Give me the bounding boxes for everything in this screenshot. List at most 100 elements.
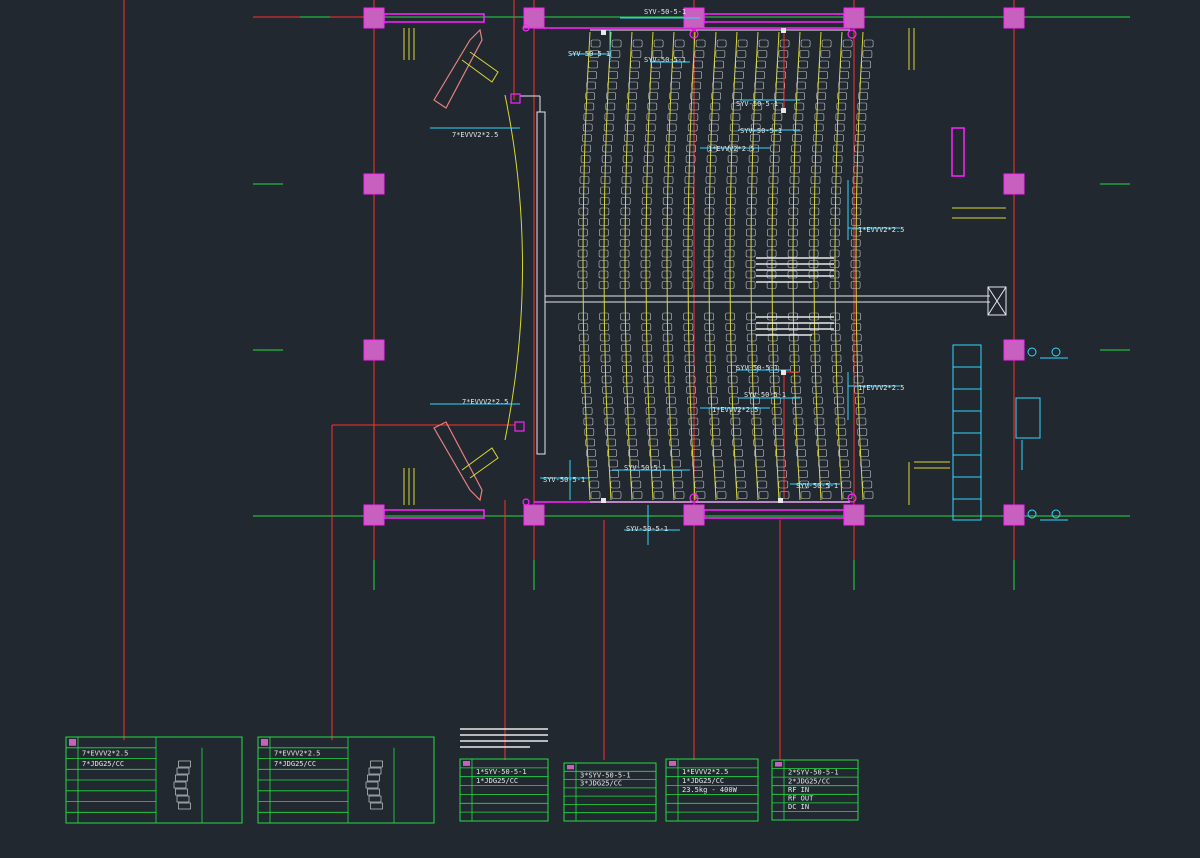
seat (714, 470, 725, 478)
seat (643, 165, 653, 174)
seat (649, 81, 660, 90)
seat (787, 249, 798, 258)
seat (730, 417, 741, 426)
seat (787, 270, 798, 279)
seat-row-line (771, 31, 780, 501)
seat (831, 186, 841, 195)
seat (687, 396, 697, 405)
seat (685, 165, 695, 174)
seat (582, 123, 593, 132)
seat (833, 386, 844, 394)
seat (670, 449, 680, 457)
seat (726, 186, 736, 195)
seat (601, 375, 612, 384)
seat (683, 312, 693, 321)
seat (704, 228, 714, 237)
seat (779, 39, 790, 48)
seat (662, 228, 672, 237)
seat (777, 60, 788, 69)
seat (682, 249, 693, 258)
legend-row-text: 7*JDG25/CC (274, 760, 316, 768)
seat (578, 312, 588, 321)
seat (668, 102, 679, 111)
seat (600, 186, 610, 195)
seat (610, 480, 621, 489)
seat (795, 92, 806, 100)
seat (599, 228, 609, 237)
seat (711, 92, 722, 100)
seat (624, 407, 635, 415)
legend-symbol (669, 761, 676, 766)
seat (674, 39, 685, 48)
seat (667, 113, 678, 121)
seat (599, 312, 609, 321)
seat (725, 228, 735, 237)
seat (666, 123, 677, 132)
seat (588, 470, 599, 478)
seat (623, 386, 634, 394)
seat (708, 134, 718, 142)
seat (663, 176, 674, 184)
seat (578, 228, 588, 237)
seat (641, 228, 651, 237)
seat (757, 480, 768, 489)
seat (598, 249, 609, 258)
label-evv-center-lower: 1*EVVV2*2.5 (712, 406, 758, 414)
seat (622, 165, 632, 174)
seat (628, 449, 638, 457)
legend-table: 7*EVVV2*2.57*JDG25/CC (257, 736, 435, 824)
beams (383, 13, 965, 519)
seat (649, 449, 659, 457)
seat (648, 92, 659, 100)
seat (757, 50, 768, 58)
seat (851, 323, 862, 331)
seat (622, 155, 633, 163)
seat (666, 407, 677, 415)
seat (768, 344, 778, 352)
seat (777, 470, 788, 478)
seat (579, 176, 590, 184)
seat (598, 281, 609, 289)
seat (810, 186, 820, 195)
seat (619, 249, 630, 258)
seat (771, 407, 782, 415)
seat (578, 323, 589, 331)
speaker-array-element (370, 760, 383, 768)
seat (834, 407, 845, 415)
legend-row-text: RF IN (788, 786, 809, 794)
seat (709, 417, 720, 426)
label-top-main: SYV-50-5-1 (644, 8, 686, 16)
legend-table: 1*SYV-50-5-11*JDG25/CC (459, 758, 549, 822)
seat (724, 249, 735, 258)
seat (684, 344, 694, 352)
seat (640, 249, 651, 258)
seat (746, 323, 757, 331)
seat (630, 60, 641, 69)
seat (688, 417, 699, 426)
seat (599, 333, 610, 342)
seat (647, 428, 658, 436)
seat (682, 260, 693, 268)
seat (842, 39, 853, 48)
seat (745, 239, 756, 247)
seat (838, 81, 849, 90)
label-bottom-center: SYV-50-5-1 (624, 464, 666, 472)
seat (750, 123, 761, 132)
seat (690, 92, 701, 100)
seat (685, 155, 696, 163)
seat (809, 197, 820, 205)
seat (816, 92, 827, 100)
seat (584, 428, 595, 436)
seat (829, 239, 840, 247)
red-cable-hall (783, 30, 800, 373)
seat (747, 344, 757, 352)
seat (684, 176, 695, 184)
seat (818, 459, 828, 468)
seat (799, 50, 810, 58)
seat (577, 281, 588, 289)
label-evv-left-upper: 7*EVVV2*2.5 (452, 131, 498, 139)
seat (747, 186, 757, 195)
seat (832, 365, 842, 373)
seat (755, 459, 765, 468)
seat (726, 354, 737, 363)
